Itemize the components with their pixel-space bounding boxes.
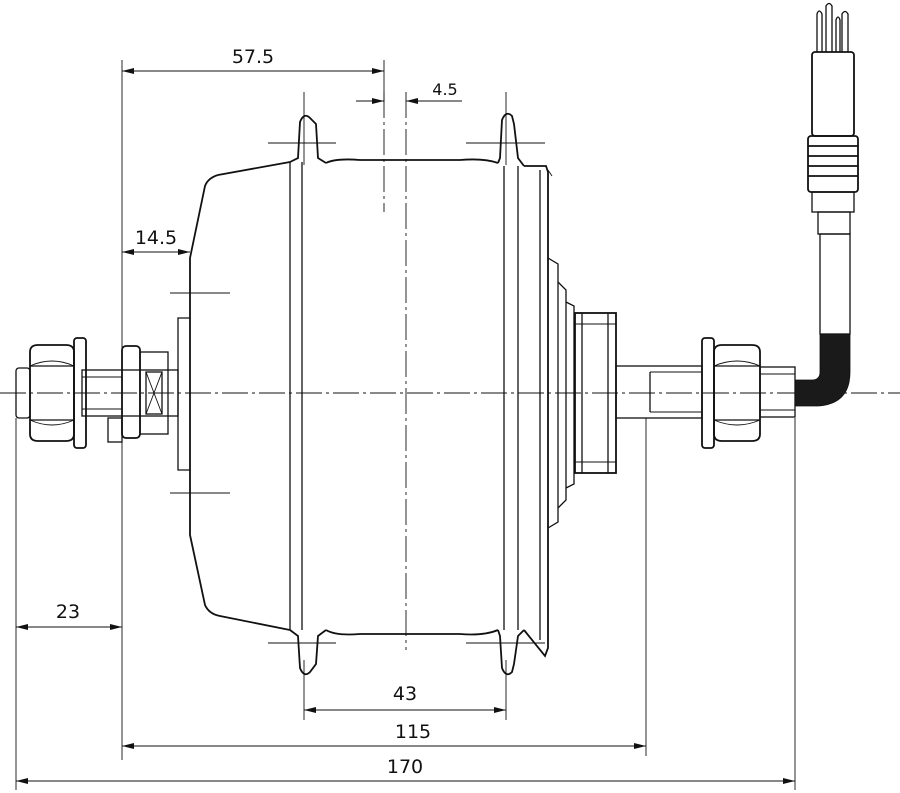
dimension-170: 170 <box>16 418 796 790</box>
cable-bend <box>794 333 851 407</box>
dimension-43: 43 <box>303 660 507 720</box>
connector-pin <box>825 2 833 52</box>
left-nut-assembly <box>15 337 169 449</box>
left-washer <box>73 337 87 449</box>
dimension-23: 23 <box>15 418 122 790</box>
right-hex-nut <box>713 344 761 442</box>
right-bearing-assembly <box>547 257 617 529</box>
dimension-label-4-5: 4.5 <box>432 80 457 99</box>
left-cover <box>177 161 291 631</box>
dimension-57-5: 57.5 <box>121 46 385 760</box>
connector-grip <box>807 135 859 193</box>
right-nut-assembly <box>701 337 761 449</box>
dimension-14-5: 14.5 <box>122 227 190 255</box>
connector-body <box>811 51 855 137</box>
dimension-115: 115 <box>122 418 647 756</box>
dimension-label-57-5: 57.5 <box>232 46 274 68</box>
cable-tube <box>819 233 851 335</box>
connector-pin <box>841 10 849 52</box>
center-lines <box>0 92 900 650</box>
axle <box>81 365 796 419</box>
dimension-4-5: 4.5 <box>356 80 462 104</box>
hub-shell <box>289 112 553 676</box>
connector-pin <box>835 16 841 52</box>
torque-arm <box>121 345 141 439</box>
dimension-label-170: 170 <box>387 756 423 778</box>
dimension-label-115: 115 <box>395 721 431 743</box>
cable-connector <box>794 2 859 407</box>
dimension-label-43: 43 <box>393 683 417 705</box>
connector-pin <box>816 10 823 52</box>
dimension-label-14-5: 14.5 <box>135 227 177 249</box>
dimension-label-23: 23 <box>56 601 80 623</box>
